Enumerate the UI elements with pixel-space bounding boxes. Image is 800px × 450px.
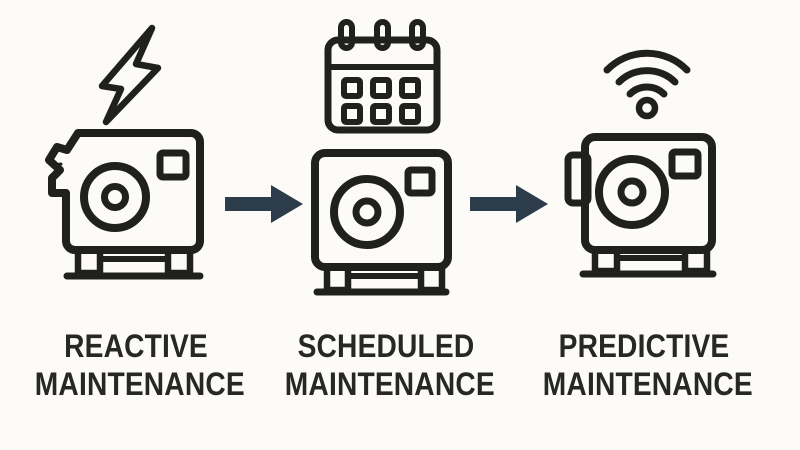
machine-icon (311, 149, 452, 296)
calendar-day-cell (370, 103, 392, 125)
broken-machine-icon (45, 129, 204, 280)
binder-ring (374, 19, 391, 51)
right-arrow-icon (470, 185, 548, 223)
label-line-1: REACTIVE (64, 328, 208, 364)
reactive-stage-icon (45, 24, 204, 280)
fan-inner-circle (101, 183, 129, 211)
vent-square (668, 148, 702, 180)
label-line-2: MAINTENANCE (34, 366, 245, 402)
fan-outer-circle (330, 175, 404, 249)
fan-inner-circle (352, 197, 382, 227)
calendar-day-cell (341, 77, 363, 99)
binder-ring (409, 19, 426, 51)
left-leg (591, 246, 621, 275)
label-line-2: MAINTENANCE (284, 366, 495, 402)
wifi-signal-icon (603, 49, 691, 120)
vent-square (156, 149, 190, 181)
machine-icon (564, 133, 717, 278)
lightning-bolt-icon (98, 24, 162, 126)
fan-outer-circle (595, 155, 669, 229)
calendar-day-cell (399, 77, 421, 99)
label-line-1: SCHEDULED (297, 328, 475, 364)
crack-mark (53, 162, 63, 167)
calendar-day-cell (341, 103, 363, 125)
right-arrow-icon (225, 185, 303, 223)
scheduled-stage-icon (311, 19, 452, 296)
calendar-day-cell (370, 77, 392, 99)
binder-ring (338, 19, 355, 51)
fan-outer-circle (80, 162, 150, 232)
calendar-day-cell (399, 103, 421, 125)
calendar-icon (324, 19, 441, 134)
predictive-stage-icon (564, 49, 717, 278)
reactive-maintenance-label: REACTIVE MAINTENANCE (34, 327, 245, 403)
label-line-2: MAINTENANCE (542, 366, 753, 402)
right-leg (681, 246, 711, 275)
scheduled-maintenance-label: SCHEDULED MAINTENANCE (284, 327, 495, 403)
predictive-maintenance-label: PREDICTIVE MAINTENANCE (542, 327, 753, 403)
fan-inner-circle (617, 177, 647, 207)
label-line-1: PREDICTIVE (558, 328, 730, 364)
vent-square (404, 166, 436, 197)
